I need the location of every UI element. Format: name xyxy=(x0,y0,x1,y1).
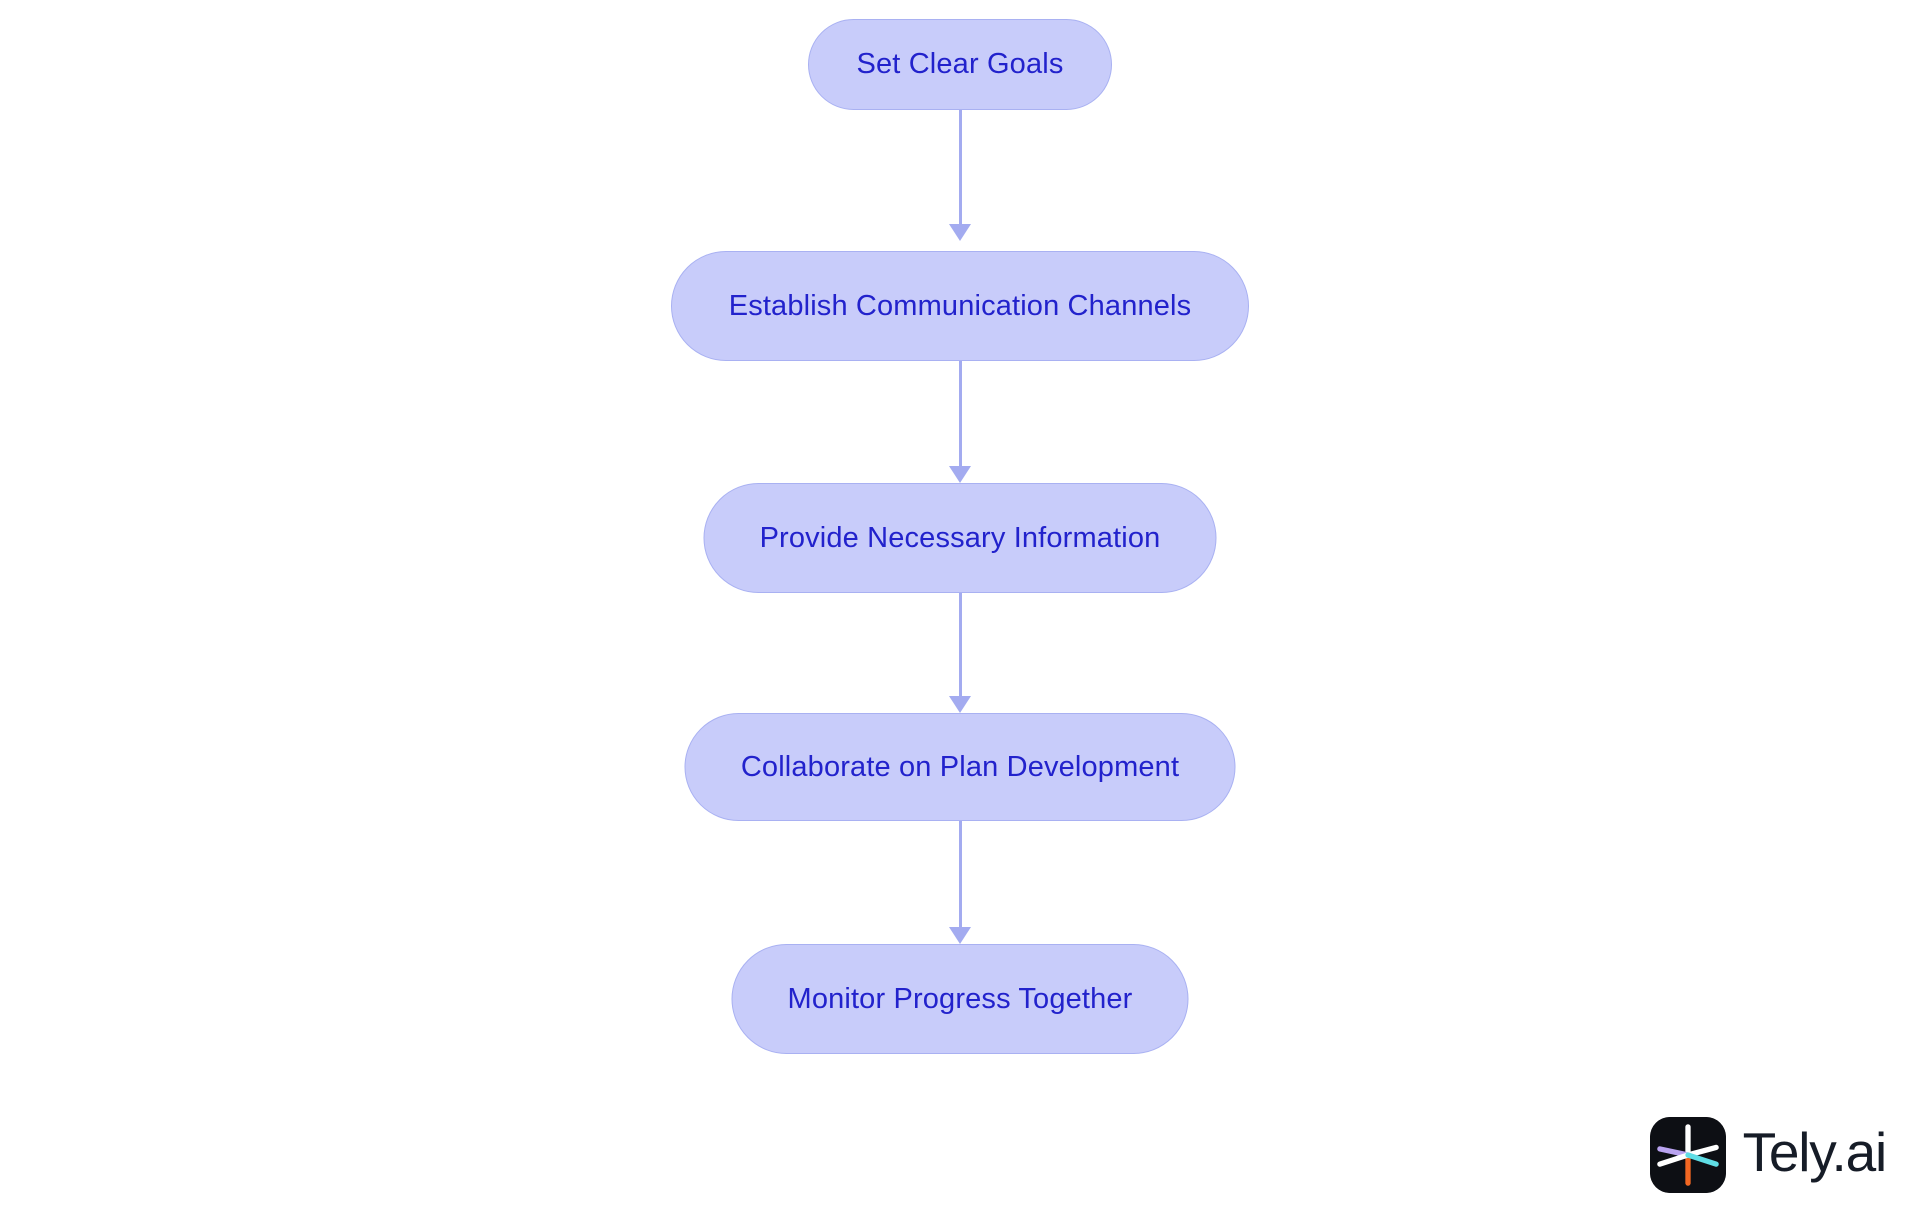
flow-node-label: Collaborate on Plan Development xyxy=(740,750,1180,783)
flow-node-provide-necessary-information[interactable]: Provide Necessary Information xyxy=(703,483,1217,593)
arrow-head-icon xyxy=(949,224,971,241)
tely-asterisk-mark-icon xyxy=(1649,1117,1726,1193)
flow-node-label: Set Clear Goals xyxy=(856,48,1064,80)
connector-line xyxy=(958,361,962,467)
brand-wordmark: Tely.ai xyxy=(1742,1121,1888,1183)
flow-node-monitor-progress-together[interactable]: Monitor Progress Together xyxy=(731,944,1189,1054)
connector-line xyxy=(958,593,962,697)
connector-line xyxy=(958,821,962,928)
flow-node-collaborate-on-plan-development[interactable]: Collaborate on Plan Development xyxy=(684,713,1236,821)
flow-node-set-clear-goals[interactable]: Set Clear Goals xyxy=(808,19,1112,110)
flow-node-label: Establish Communication Channels xyxy=(728,289,1192,322)
brand-logo: Tely.ai xyxy=(1649,1117,1888,1193)
connector-line xyxy=(958,110,962,225)
arrow-head-icon xyxy=(949,696,971,713)
flow-node-label: Monitor Progress Together xyxy=(787,982,1133,1015)
flow-node-label: Provide Necessary Information xyxy=(759,521,1161,554)
flow-node-establish-communication-channels[interactable]: Establish Communication Channels xyxy=(671,251,1249,361)
arrow-head-icon xyxy=(949,927,971,944)
arrow-head-icon xyxy=(949,466,971,483)
